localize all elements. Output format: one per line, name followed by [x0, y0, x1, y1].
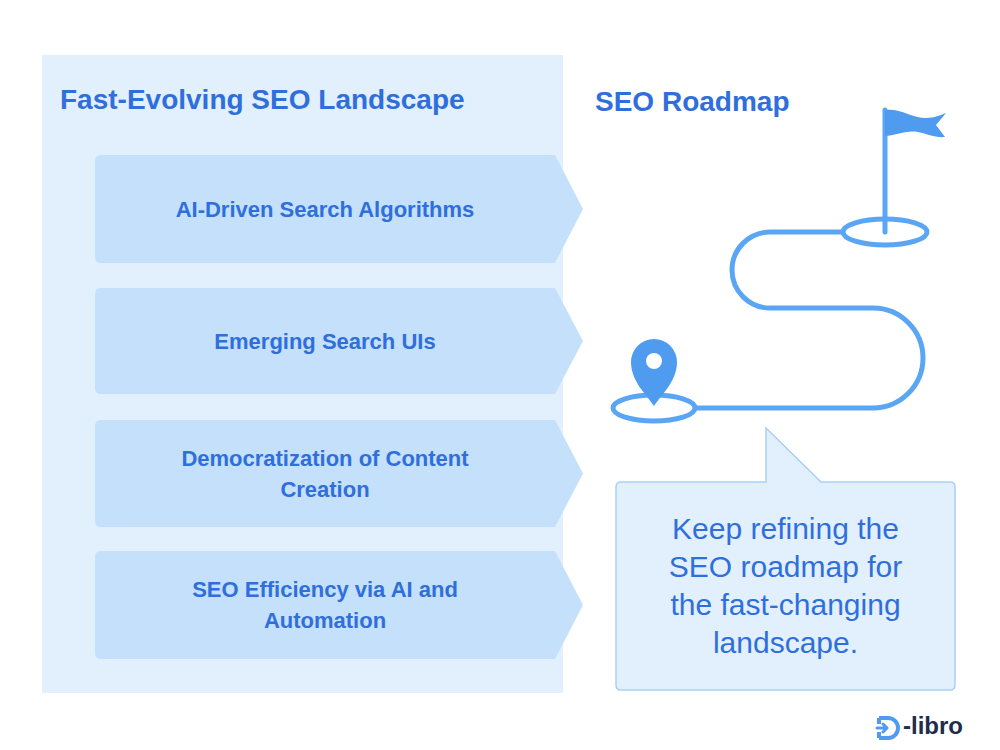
- logo-text: -libro: [903, 712, 963, 740]
- text-holder: Keep refining the SEO roadmap for the fa…: [644, 510, 927, 662]
- speech-bubble: Keep refining the SEO roadmap for the fa…: [616, 482, 955, 690]
- arrow-fill: [95, 420, 583, 527]
- text-holder: Emerging Search UIs: [214, 326, 435, 357]
- pin-hole: [646, 353, 662, 369]
- callout-text: Keep refining the SEO roadmap for the fa…: [644, 510, 927, 662]
- arrow-fill: [95, 288, 583, 394]
- text-holder: SEO Efficiency via AI and Automation: [139, 574, 511, 636]
- landscape-panel: Fast-Evolving SEO LandscapeAI-Driven Sea…: [42, 55, 563, 693]
- box-label: Emerging Search UIs: [214, 326, 435, 357]
- text-holder: AI-Driven Search Algorithms: [176, 194, 475, 225]
- section-heading: SEO Roadmap: [595, 86, 789, 118]
- roadmap-path: [695, 232, 923, 408]
- box-label: AI-Driven Search Algorithms: [176, 194, 475, 225]
- logo-icon: [877, 718, 898, 738]
- location-pin: [631, 339, 677, 406]
- box-label: SEO Efficiency via AI and Automation: [139, 574, 511, 636]
- section-heading: Fast-Evolving SEO Landscape: [60, 83, 465, 117]
- box-label: Democratization of Content Creation: [139, 443, 511, 505]
- bubble-fill: [616, 428, 955, 690]
- flag: [885, 110, 946, 137]
- arrow-box: AI-Driven Search Algorithms: [95, 155, 583, 263]
- arrow-shape: [95, 420, 583, 527]
- arrow-box: Democratization of Content Creation: [95, 420, 583, 527]
- arrow-box: Emerging Search UIs: [95, 288, 583, 394]
- arrow-fill: [95, 155, 583, 263]
- text-holder: Democratization of Content Creation: [139, 443, 511, 505]
- arrow-box: SEO Efficiency via AI and Automation: [95, 551, 583, 659]
- text-holder: Fast-Evolving SEO Landscape: [60, 83, 465, 117]
- arrow-fill: [95, 551, 583, 659]
- arrow-shape: [95, 551, 583, 659]
